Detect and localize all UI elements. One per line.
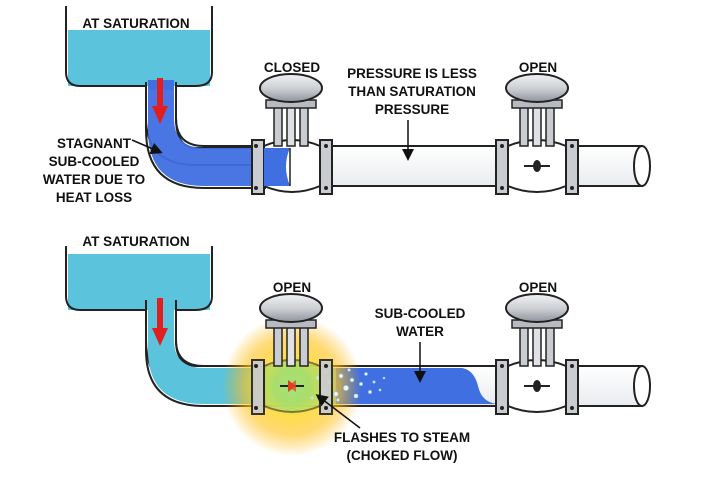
bottom-water-note: SUB-COOLED WATER	[375, 306, 466, 383]
bottom-valve-left[interactable]	[251, 293, 333, 415]
bottom-subcooled-water	[336, 368, 500, 404]
stagnant-note-line: STAGNANT	[57, 136, 132, 151]
bottom-valve-right[interactable]	[495, 293, 579, 415]
stagnant-note-line: WATER DUE TO	[43, 172, 145, 187]
top-diagram: CLOSED OPEN AT SATURATION PRESSURE IS LE…	[43, 6, 651, 205]
bottom-flow-arrow	[152, 298, 168, 346]
top-tank-label: AT SATURATION	[82, 16, 189, 31]
bottom-tank	[65, 246, 267, 393]
top-valve-left[interactable]	[251, 73, 333, 195]
top-stagnant-water	[148, 86, 266, 186]
flash-note-line: FLASHES TO STEAM	[334, 430, 470, 445]
stagnant-note-line: SUB-COOLED	[49, 154, 140, 169]
water-note-line: SUB-COOLED	[375, 306, 466, 321]
water-note-line: WATER	[396, 324, 444, 339]
pressure-note-line: PRESSURE	[375, 102, 449, 117]
top-tank	[65, 6, 267, 166]
top-pressure-note: PRESSURE IS LESS THAN SATURATION PRESSUR…	[347, 66, 477, 161]
bottom-diagram: OPEN OPEN AT SATURATION SUB-COOLED WATER…	[65, 234, 651, 463]
top-valve-right-label: OPEN	[519, 60, 557, 75]
pressure-note-line: THAN SATURATION	[348, 84, 476, 99]
bottom-valve-right-label: OPEN	[519, 280, 557, 295]
stagnant-note-line: HEAT LOSS	[56, 190, 132, 205]
bottom-flash-note: FLASHES TO STEAM (CHOKED FLOW)	[315, 394, 470, 463]
bottom-valve-left-label: OPEN	[273, 280, 311, 295]
flash-note-line: (CHOKED FLOW)	[347, 448, 458, 463]
top-flow-arrow	[152, 78, 168, 124]
pressure-note-line: PRESSURE IS LESS	[347, 66, 477, 81]
top-stagnant-note: STAGNANT SUB-COOLED WATER DUE TO HEAT LO…	[43, 136, 163, 205]
top-valve-right[interactable]	[495, 73, 579, 195]
bottom-tank-label: AT SATURATION	[82, 234, 189, 249]
top-valve-left-label: CLOSED	[264, 60, 321, 75]
